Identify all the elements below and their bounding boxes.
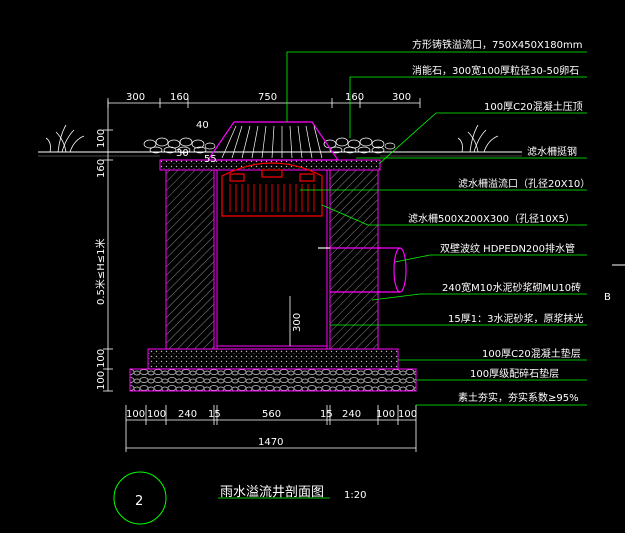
dim-top-3: 750 — [258, 92, 277, 103]
left-dimension-texts: 100 160 0.5米≤H≤1米 100 100 — [94, 129, 107, 390]
inner-dimension-texts: 40 30 55 300 — [176, 120, 303, 332]
annotation-cobble: 消能石，300宽100厚粒径30-50卵石 — [412, 64, 579, 77]
annotation-coping: 100厚C20混凝土压顶 — [484, 100, 583, 113]
dim-bottom-3: 240 — [178, 409, 197, 420]
grass-left-icon — [45, 124, 85, 153]
concrete-pad — [147, 348, 399, 370]
annotation-plaster: 15厚1：3水泥砂浆，原浆抹光 — [448, 312, 583, 325]
left-brick-wall — [165, 169, 215, 350]
dim-left-3: 0.5米≤H≤1米 — [94, 238, 107, 305]
filter-grate — [221, 162, 323, 217]
leader-lines — [218, 51, 587, 499]
dim-left-4: 100 — [96, 349, 107, 368]
dim-left-2: 160 — [96, 159, 107, 178]
dim-left-1: 100 — [96, 129, 107, 148]
dim-bottom-7: 240 — [342, 409, 361, 420]
dim-bottom-9: 100 — [398, 409, 417, 420]
annotation-pipe: 双壁波纹 HDPEDN200排水管 — [440, 242, 575, 255]
dim-55: 55 — [204, 154, 217, 165]
annotation-gravel: 100厚级配碎石垫层 — [470, 367, 559, 380]
dim-top-4: 160 — [345, 92, 364, 103]
dim-top-1: 300 — [126, 92, 145, 103]
dim-bottom-8: 100 — [376, 409, 395, 420]
drawing-number: 2 — [135, 494, 143, 509]
grass-right-icon — [457, 124, 499, 153]
annotation-overflow-cover: 方形铸铁溢流口，750X450X180mm — [412, 38, 582, 51]
overflow-cover — [206, 121, 340, 161]
dim-bottom-1: 100 — [126, 409, 145, 420]
right-brick-wall — [329, 169, 379, 350]
annotation-grate-steel: 滤水柵挺钢 — [527, 145, 577, 158]
annotation-filter-grate: 滤水柵500X200X300（孔径10X5） — [408, 212, 575, 225]
annotation-soil: 素土夯实，夯实系数≥95% — [458, 391, 579, 404]
dim-bottom-4: 15 — [208, 409, 221, 420]
annotation-texts: 方形铸铁溢流口，750X450X180mm 消能石，300宽100厚粒径30-5… — [408, 38, 590, 404]
dim-bottom-5: 560 — [262, 409, 281, 420]
dim-bottom-2: 100 — [147, 409, 166, 420]
dim-left-5: 100 — [96, 371, 107, 390]
drawing-scale: 1:20 — [344, 490, 366, 501]
ground-line — [38, 151, 522, 157]
coping-slab — [159, 159, 381, 171]
dim-30: 30 — [176, 148, 189, 159]
annotation-brick: 240宽M10水泥砂浆砌MU10砖 — [442, 281, 581, 294]
section-mark-letter: B — [604, 292, 611, 303]
dim-40: 40 — [196, 120, 209, 131]
dim-top-5: 300 — [392, 92, 411, 103]
dimension-lines — [103, 98, 421, 452]
dim-300: 300 — [292, 313, 303, 332]
annotation-concrete: 100厚C20混凝土垫层 — [482, 347, 581, 360]
drawing-number-circle — [113, 471, 167, 525]
dim-top-2: 160 — [170, 92, 189, 103]
annotation-grate-overflow: 滤水柵溢流口（孔径20X10） — [458, 177, 590, 190]
dim-bottom-6: 15 — [320, 409, 333, 420]
dim-total: 1470 — [258, 437, 283, 448]
drawing-title: 雨水溢流井剖面图 — [220, 485, 324, 500]
bottom-dimension-texts: 100 100 240 15 560 15 240 100 100 1470 — [126, 409, 417, 448]
drain-pipe — [318, 247, 407, 293]
top-dimension-texts: 300 160 750 160 300 — [126, 92, 411, 103]
gravel-base — [129, 368, 417, 392]
